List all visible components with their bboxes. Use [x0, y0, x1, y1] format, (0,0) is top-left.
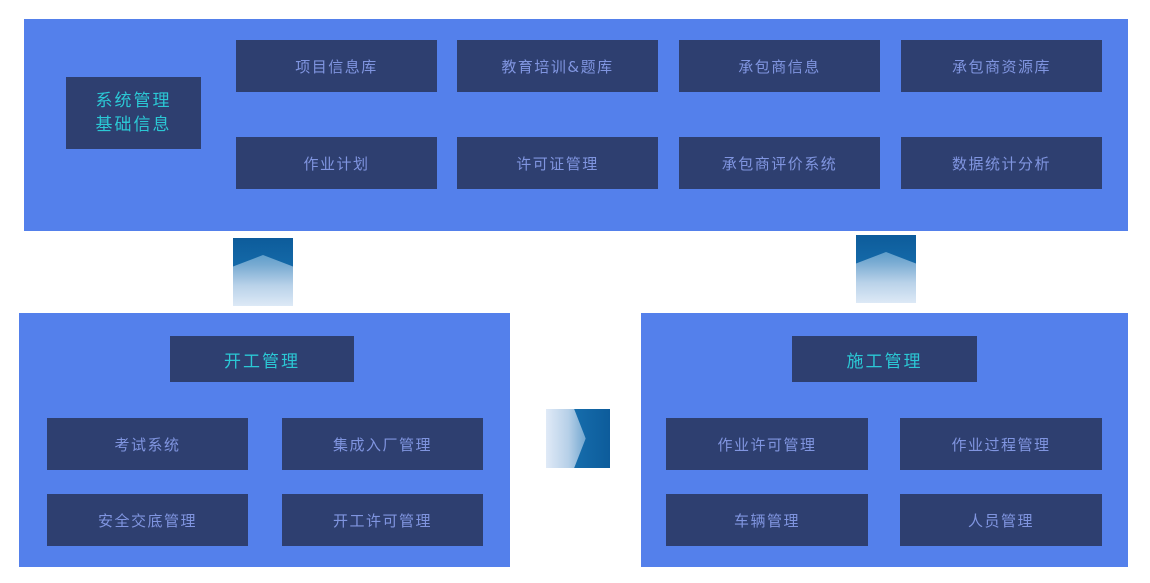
tile-label: 车辆管理: [733, 511, 800, 530]
tile-label: 作业计划: [303, 154, 370, 173]
tile-contractor-info: 承包商信息: [679, 40, 880, 92]
tile-license-management: 许可证管理: [457, 137, 658, 189]
tile-vehicle-management: 车辆管理: [666, 494, 868, 546]
tile-personnel-management: 人员管理: [900, 494, 1102, 546]
system-base-info-label: 系统管理 基础信息: [66, 77, 201, 149]
system-label-line1: 系统管理: [95, 91, 172, 111]
tile-label: 数据统计分析: [951, 154, 1051, 173]
tile-label: 许可证管理: [516, 154, 599, 173]
tile-training-question-bank: 教育培训&题库: [457, 40, 658, 92]
tile-safety-briefing-management: 安全交底管理: [47, 494, 248, 546]
tile-label: 作业许可管理: [717, 435, 817, 454]
connector-arrow-left: [233, 238, 293, 306]
tile-label: 集成入厂管理: [332, 435, 432, 454]
tile-label: 承包商评价系统: [721, 154, 838, 173]
tile-label: 人员管理: [967, 511, 1034, 530]
tile-work-plan: 作业计划: [236, 137, 437, 189]
tile-contractor-evaluation: 承包商评价系统: [679, 137, 880, 189]
top-panel-system-base-info: 系统管理 基础信息 项目信息库 教育培训&题库 承包商信息 承包商资源库 作业计…: [24, 19, 1128, 231]
construction-panel: 施工管理 作业许可管理 作业过程管理 车辆管理 人员管理: [641, 313, 1128, 567]
tile-label: 项目信息库: [295, 57, 378, 76]
tile-work-process-management: 作业过程管理: [900, 418, 1102, 470]
connector-arrow-middle: [546, 409, 610, 468]
tile-label: 承包商信息: [738, 57, 821, 76]
tile-project-info-db: 项目信息库: [236, 40, 437, 92]
connector-arrow-right: [856, 235, 916, 303]
tile-label: 教育培训&题库: [501, 57, 614, 76]
tile-integrated-entry-management: 集成入厂管理: [282, 418, 483, 470]
construction-title: 施工管理: [792, 336, 977, 382]
tile-label: 开工许可管理: [332, 511, 432, 530]
tile-exam-system: 考试系统: [47, 418, 248, 470]
tile-label: 考试系统: [114, 435, 181, 454]
tile-label: 作业过程管理: [951, 435, 1051, 454]
start-work-panel: 开工管理 考试系统 集成入厂管理 安全交底管理 开工许可管理: [19, 313, 510, 567]
panel-title-label: 开工管理: [224, 351, 300, 372]
tile-contractor-resource-db: 承包商资源库: [901, 40, 1102, 92]
start-work-title: 开工管理: [170, 336, 354, 382]
panel-title-label: 施工管理: [846, 351, 923, 372]
tile-start-work-permit-management: 开工许可管理: [282, 494, 483, 546]
system-label-line2: 基础信息: [95, 115, 172, 135]
tile-label: 承包商资源库: [951, 57, 1051, 76]
tile-work-permit-management: 作业许可管理: [666, 418, 868, 470]
tile-data-statistics: 数据统计分析: [901, 137, 1102, 189]
tile-label: 安全交底管理: [97, 511, 197, 530]
